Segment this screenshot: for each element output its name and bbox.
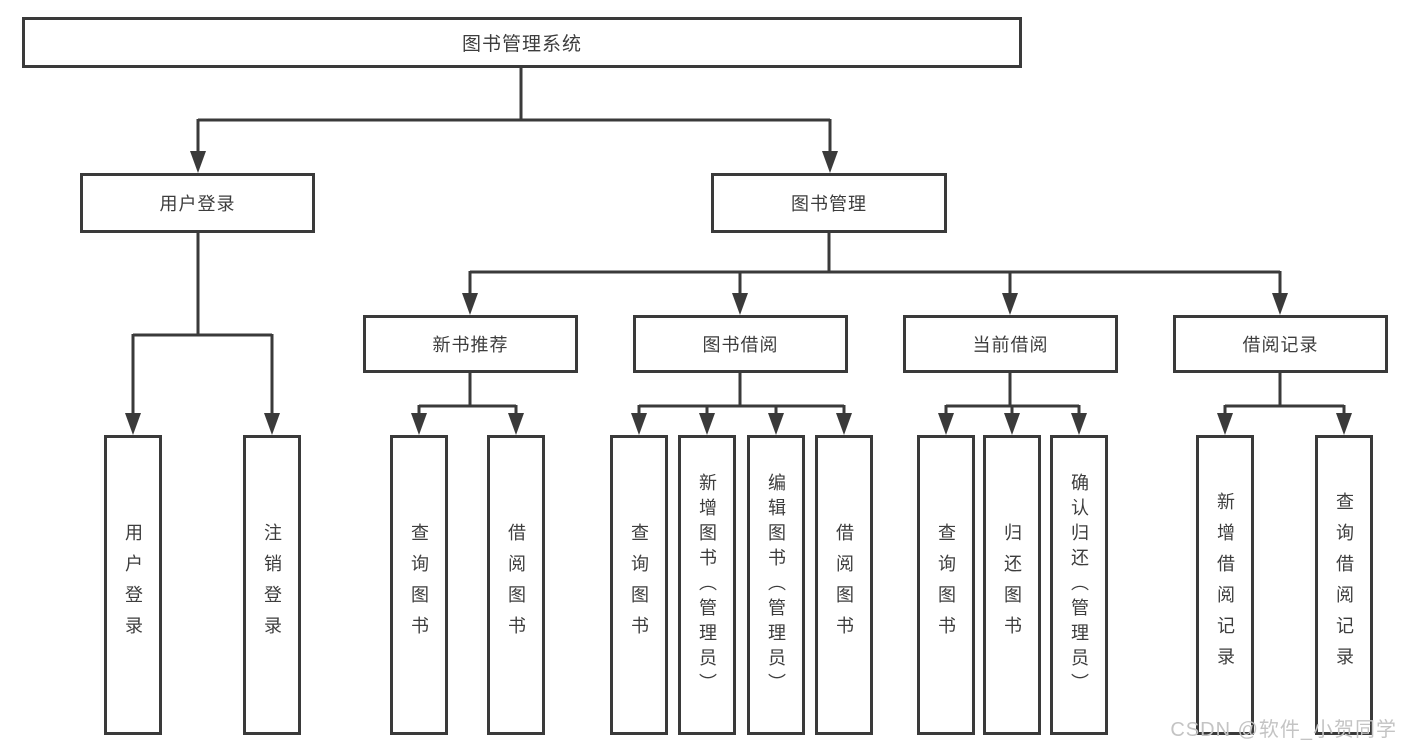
node-label: 查询图书 [629, 523, 649, 647]
node-label: 查询图书 [936, 523, 956, 647]
watermark: CSDN @软件_小贺同学 [1170, 719, 1397, 741]
node-label: 归还图书 [1002, 523, 1022, 647]
node-book-management: 图书管理 [711, 173, 947, 233]
leaf-add-books-admin: 新增图书（管理员） [678, 435, 736, 735]
leaf-borrow-books-recommend: 借阅图书 [487, 435, 545, 735]
node-borrow-records: 借阅记录 [1173, 315, 1388, 373]
leaf-query-books-recommend: 查询图书 [390, 435, 448, 735]
node-current-borrow: 当前借阅 [903, 315, 1118, 373]
connector-root-to-level1 [196, 68, 832, 152]
node-label: 注销登录 [262, 523, 282, 647]
leaf-query-books-current: 查询图书 [917, 435, 975, 735]
node-new-book-recommend: 新书推荐 [363, 315, 578, 373]
node-book-borrow: 图书借阅 [633, 315, 848, 373]
leaf-query-borrow-record: 查询借阅记录 [1315, 435, 1373, 735]
connector-borrow-record-to-leaves [1223, 373, 1346, 414]
node-label: 借阅记录 [1242, 335, 1319, 355]
node-label: 借阅图书 [506, 523, 526, 647]
node-label: 图书借阅 [702, 335, 779, 355]
node-label: 用户登录 [159, 194, 236, 214]
node-label: 借阅图书 [834, 523, 854, 647]
node-label: 新书推荐 [432, 335, 509, 355]
leaf-borrow-books: 借阅图书 [815, 435, 873, 735]
node-label: 新增图书（管理员） [697, 472, 717, 698]
node-root-system: 图书管理系统 [22, 17, 1022, 68]
node-label: 用户登录 [123, 523, 143, 647]
leaf-confirm-return-admin: 确认归还（管理员） [1050, 435, 1108, 735]
leaf-user-login: 用户登录 [104, 435, 162, 735]
node-label: 查询图书 [409, 523, 429, 647]
node-user-login: 用户登录 [80, 173, 315, 233]
connector-book-borrow-to-leaves [637, 373, 846, 414]
leaf-return-books: 归还图书 [983, 435, 1041, 735]
node-label: 图书管理 [791, 194, 867, 214]
arrowheads [125, 151, 1352, 435]
node-label: 新增借阅记录 [1215, 492, 1235, 678]
connector-current-borrow-to-leaves [944, 373, 1081, 414]
node-label: 当前借阅 [972, 335, 1049, 355]
connector-user-login-to-leaves [131, 233, 274, 414]
node-label: 图书管理系统 [461, 34, 582, 55]
leaf-query-books-borrow: 查询图书 [610, 435, 668, 735]
leaf-add-borrow-record: 新增借阅记录 [1196, 435, 1254, 735]
node-label: 确认归还（管理员） [1069, 472, 1089, 698]
leaf-edit-books-admin: 编辑图书（管理员） [747, 435, 805, 735]
node-label: 查询借阅记录 [1334, 492, 1354, 678]
leaf-logout: 注销登录 [243, 435, 301, 735]
connector-new-book-to-leaves [417, 373, 518, 414]
connector-book-management-to-level2 [468, 233, 1282, 294]
node-label: 编辑图书（管理员） [766, 472, 786, 698]
